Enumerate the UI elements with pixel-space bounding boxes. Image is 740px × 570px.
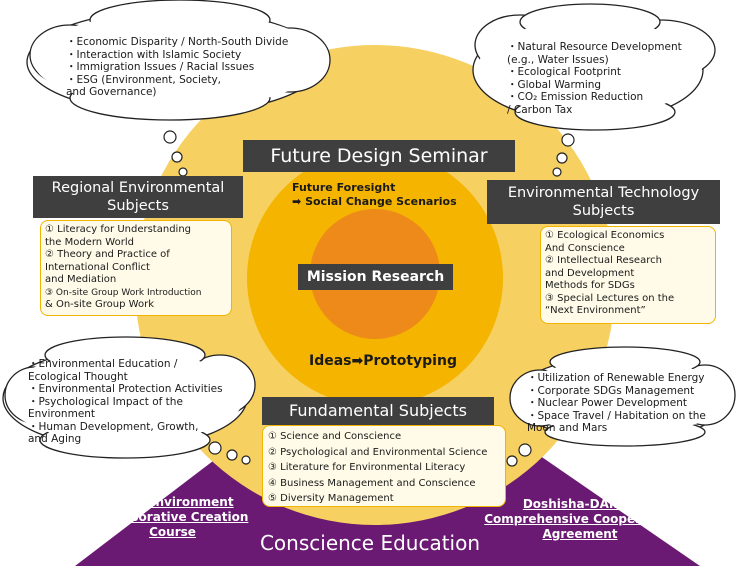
- cloud-bottom-right-text: ・Utilization of Renewable Energy ・Corpor…: [527, 372, 706, 435]
- cloud-bottom-left-fill: [6, 351, 244, 443]
- cloud-item: ・Human Development, Growth,: [28, 420, 199, 433]
- cloud-item: ・Interaction with Islamic Society: [66, 48, 242, 61]
- cloud-item: (e.g., Water Issues): [507, 53, 609, 66]
- fundamental-item: ④ Business Management and Conscience: [268, 477, 476, 489]
- technology-item: And Conscience: [545, 242, 625, 254]
- technology-title-line: Subjects: [572, 203, 635, 219]
- fundamental-subjects-title: Fundamental Subjects: [262, 397, 494, 425]
- cloud-item: Moon and Mars: [527, 422, 608, 434]
- cloud-dot: [241, 455, 251, 465]
- conscience-education-title: Conscience Education: [259, 531, 481, 555]
- link-line: Collaborative Creation: [96, 510, 249, 524]
- cloud-item: ・CO₂ Emission Reduction: [507, 91, 644, 103]
- fundamental-item: ① Science and Conscience: [268, 431, 402, 442]
- cloud-item: ・Corporate SDGs Management: [527, 384, 695, 397]
- regional-subjects-title: Regional Environmental Subjects: [33, 176, 243, 218]
- next-environment-course-link[interactable]: Next Environment Collaborative Creation …: [90, 495, 255, 540]
- right-arrow-icon: ➡: [292, 195, 302, 208]
- technology-item: Methods for SDGs: [545, 280, 635, 291]
- scenarios-label: Social Change Scenarios: [305, 195, 457, 208]
- regional-title-line: Subjects: [107, 198, 169, 214]
- regional-item: the Modern World: [45, 236, 134, 248]
- link-line: Next Environment: [111, 495, 234, 509]
- foresight-scenarios: ➡ Social Change Scenarios: [292, 195, 457, 209]
- cloud-item: ・Environmental Protection Activities: [28, 383, 223, 395]
- cloud-item: ・Ecological Footprint: [507, 66, 622, 78]
- technology-item: and Development: [545, 267, 635, 279]
- cloud-item: / Carbon Tax: [507, 103, 573, 116]
- cloud-dot: [178, 167, 188, 177]
- technology-title-line: Environmental Technology: [507, 185, 700, 201]
- cloud-item: ・Global Warming: [507, 78, 602, 91]
- cloud-bottom-right-fill: [517, 359, 727, 435]
- cloud-item: Environment: [28, 408, 96, 420]
- technology-item: ③ Special Lectures on the: [545, 292, 675, 304]
- cloud-item: ・Immigration Issues / Racial Issues: [66, 61, 255, 73]
- cloud-item: and Governance): [66, 86, 157, 98]
- fundamental-item: ② Psychological and Environmental Scienc…: [268, 446, 488, 458]
- cloud-dot: [556, 152, 568, 164]
- cloud-item: ・Psychological Impact of the: [28, 395, 183, 408]
- seminar-title: Future Design Seminar: [243, 140, 515, 172]
- right-arrow-icon: ➡: [351, 353, 364, 369]
- technology-subjects-title: Environmental Technology Subjects: [487, 180, 720, 224]
- cloud-item: and Aging: [28, 433, 82, 445]
- regional-item: ② Theory and Practice of: [45, 249, 170, 260]
- cloud-dot: [226, 449, 238, 461]
- link-line: Agreement: [542, 527, 618, 541]
- technology-item: ① Ecological Economics: [545, 230, 665, 241]
- cloud-top-left-fill: [33, 12, 323, 108]
- cloud-dot: [561, 133, 575, 147]
- cloud-item: ・Utilization of Renewable Energy: [527, 372, 705, 384]
- ideas-label: Ideas: [309, 353, 352, 369]
- mission-research-label: Mission Research: [298, 264, 453, 290]
- technology-item: ② Intellectual Research: [545, 255, 662, 266]
- cloud-item: ・Natural Resource Development: [507, 41, 682, 53]
- fundamental-item: ⑤ Diversity Management: [268, 493, 394, 504]
- regional-title-line: Regional Environmental: [51, 180, 225, 196]
- technology-item: “Next Environment”: [545, 305, 646, 316]
- foresight-block: Future Foresight ➡ Social Change Scenari…: [292, 181, 457, 209]
- cloud-dot: [552, 167, 562, 177]
- doshisha-daikin-agreement-link[interactable]: Doshisha-DAIKIN Comprehensive Cooperatio…: [480, 497, 680, 542]
- prototyping-label: Prototyping: [363, 353, 457, 369]
- cloud-item: ・Space Travel / Habitation on the: [527, 409, 706, 422]
- technology-subjects-list: ① Ecological Economics And Conscience ② …: [540, 226, 716, 324]
- cloud-top-right-text: ・Natural Resource Development (e.g., Wat…: [507, 41, 682, 116]
- cloud-item: ・Economic Disparity / North-South Divide: [66, 36, 289, 48]
- regional-item: & On-site Group Work: [45, 299, 154, 310]
- fundamental-item: ③ Literature for Environmental Literacy: [268, 462, 466, 473]
- link-line: Doshisha-DAIKIN: [522, 497, 638, 511]
- foresight-label: Future Foresight: [292, 181, 396, 194]
- cloud-item: ・ESG (Environment, Society,: [66, 73, 221, 86]
- cloud-dot: [518, 443, 532, 457]
- cloud-top-left-text: ・Economic Disparity / North-South Divide…: [66, 36, 288, 99]
- cloud-item: ・Environmental Education /: [28, 358, 178, 370]
- link-line: Course: [149, 525, 196, 539]
- cloud-item: Ecological Thought: [28, 370, 128, 383]
- regional-subjects-list: ① Literacy for Understanding the Modern …: [40, 220, 232, 316]
- cloud-dot: [208, 441, 222, 455]
- link-line: Comprehensive Cooperation: [484, 512, 676, 526]
- cloud-top-right-fill: [478, 20, 702, 116]
- cloud-dot: [163, 130, 177, 144]
- regional-item: ③ On-site Group Work Introduction: [45, 287, 202, 298]
- ideas-prototyping: Ideas➡Prototyping: [309, 353, 457, 369]
- cloud-dot: [171, 151, 183, 163]
- cloud-bottom-left-text: ・Environmental Education / Ecological Th…: [28, 358, 223, 446]
- regional-item: International Conflict: [45, 261, 150, 273]
- regional-item: ① Literacy for Understanding: [45, 224, 192, 235]
- regional-item: and Mediation: [45, 274, 117, 285]
- cloud-dot: [506, 455, 518, 467]
- cloud-item: ・Nuclear Power Development: [527, 397, 688, 409]
- fundamental-subjects-list: ① Science and Conscience ② Psychological…: [262, 425, 506, 507]
